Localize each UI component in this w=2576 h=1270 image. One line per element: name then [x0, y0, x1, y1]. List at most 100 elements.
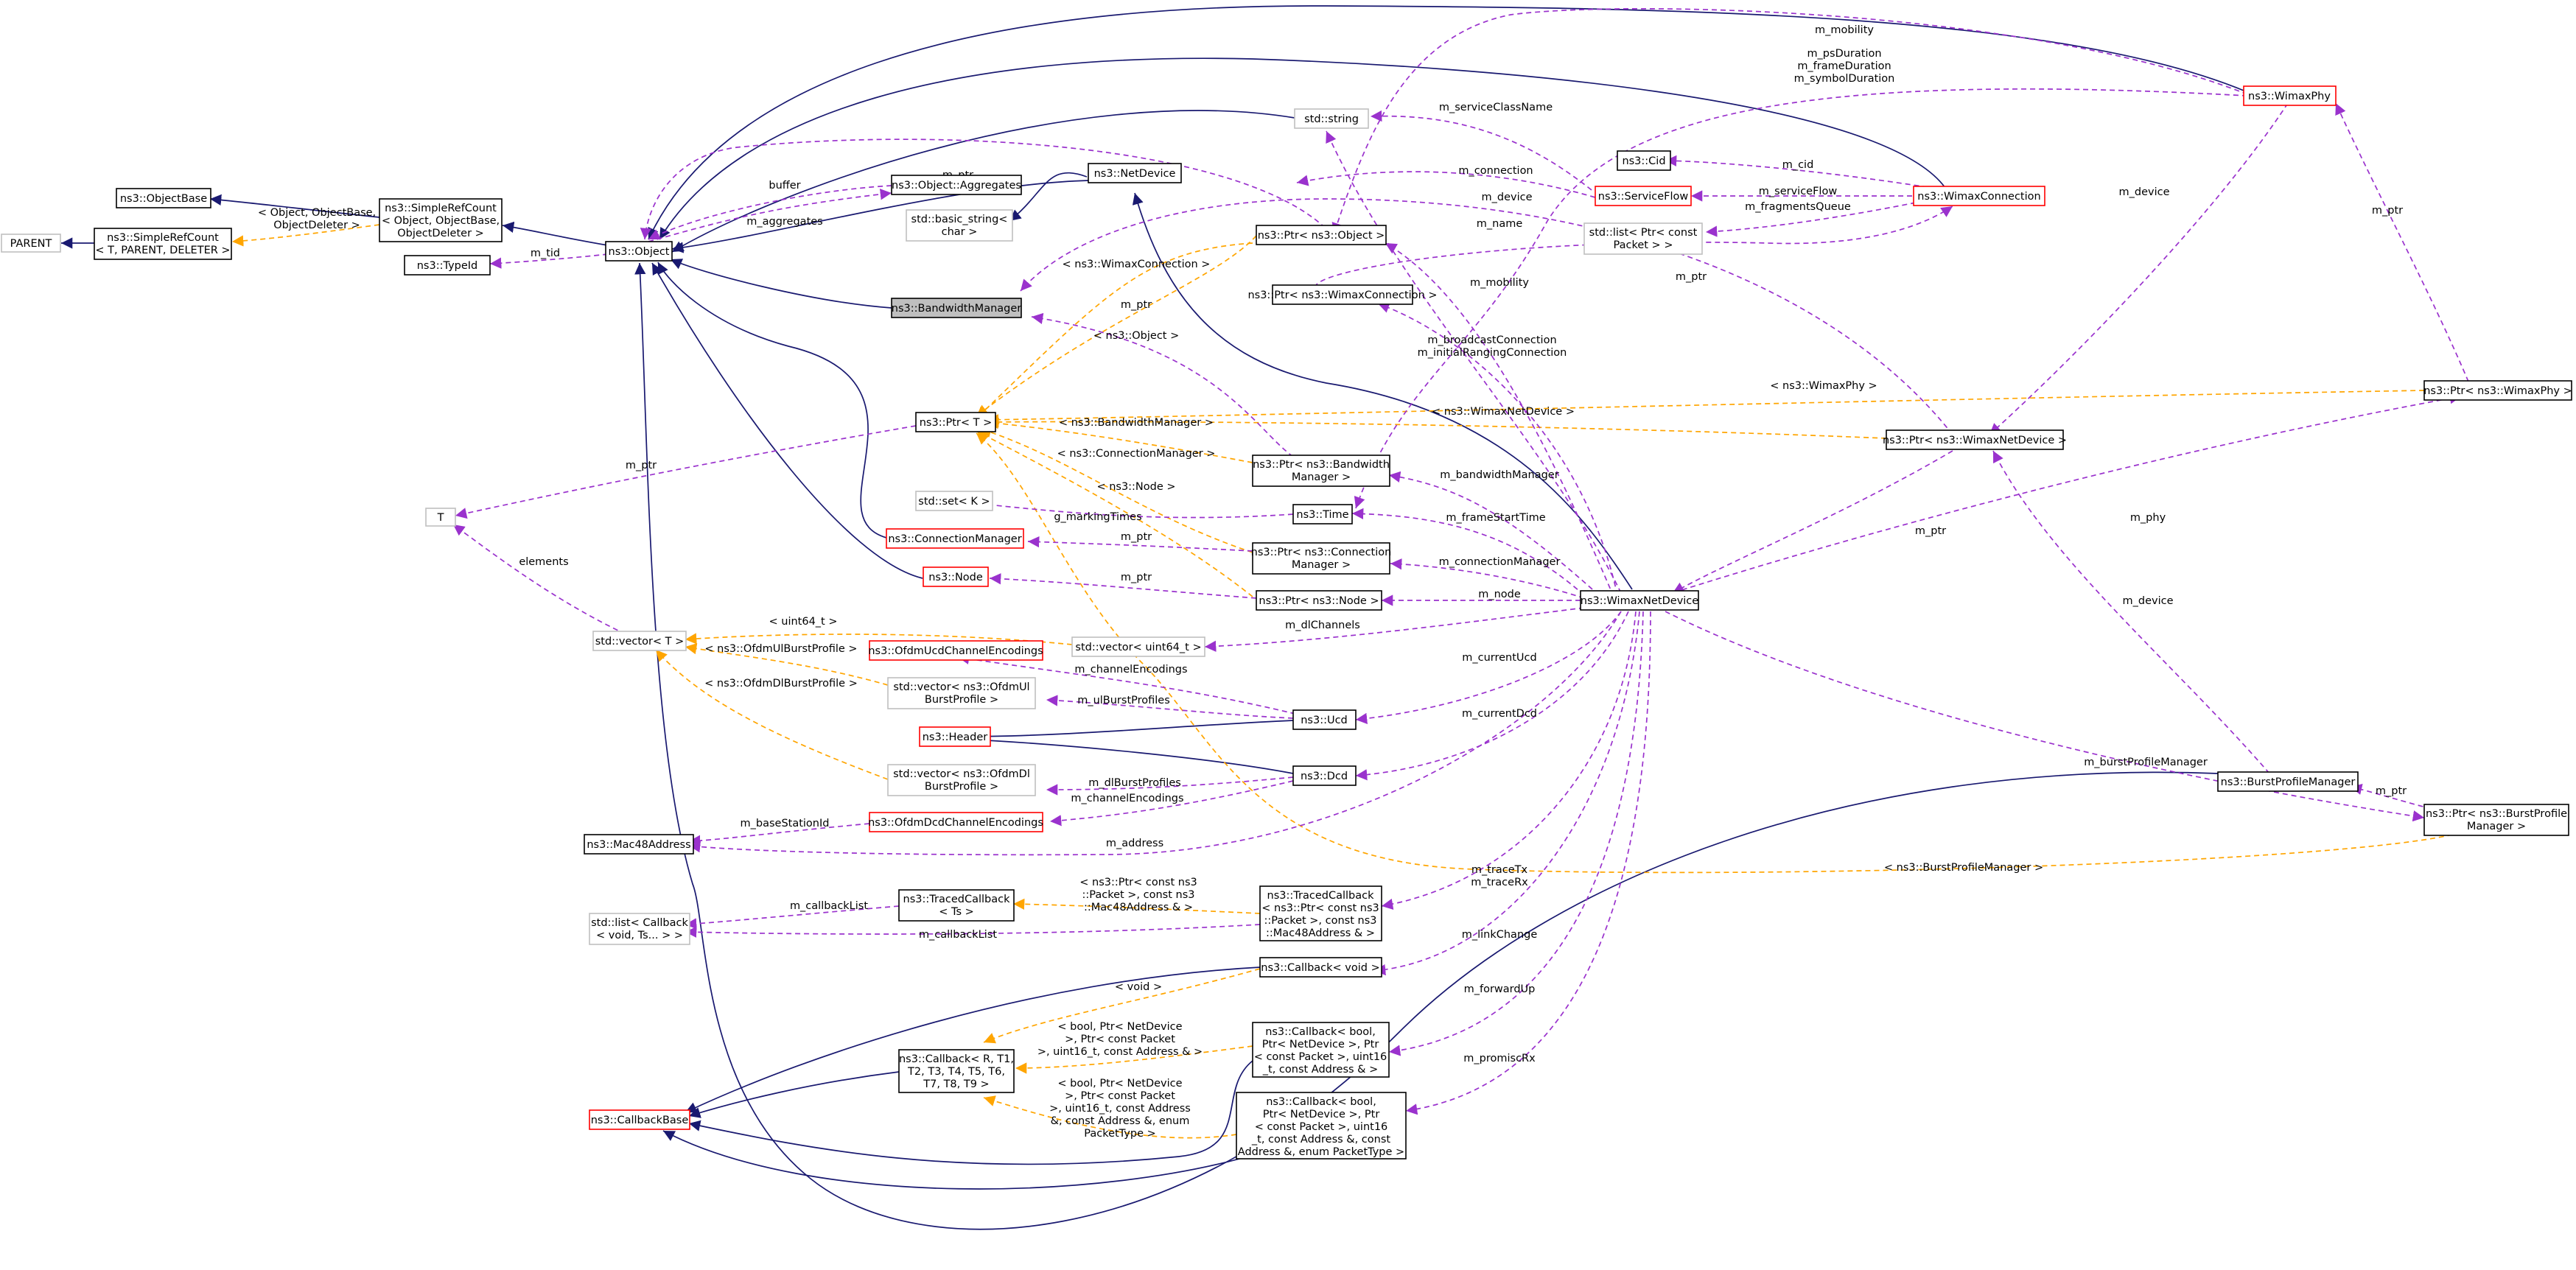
node-simplerefcount-object[interactable]: ns3::SimpleRefCount < Object, ObjectBase…: [379, 198, 503, 242]
node-label: std::vector< ns3::OfdmDl: [893, 768, 1030, 780]
node-callback-bool-2[interactable]: ns3::Callback< bool, Ptr< NetDevice >, P…: [1236, 1092, 1407, 1160]
node-label: BurstProfile >: [925, 781, 998, 793]
node-parent[interactable]: PARENT: [1, 234, 61, 253]
node-vector-uint64[interactable]: std::vector< uint64_t >: [1071, 636, 1205, 657]
node-ptr-node[interactable]: ns3::Ptr< ns3::Node >: [1256, 590, 1382, 611]
node-wimaxnetdevice[interactable]: ns3::WimaxNetDevice: [1580, 590, 1699, 611]
label-tpl-connmgr: < ns3::ConnectionManager >: [1057, 448, 1216, 460]
node-dcd[interactable]: ns3::Dcd: [1292, 765, 1357, 786]
node-callback-bool-1[interactable]: ns3::Callback< bool, Ptr< NetDevice >, P…: [1252, 1022, 1390, 1078]
node-label: ::Mac48Address & >: [1266, 927, 1375, 939]
node-box: [919, 726, 991, 747]
edge-template-cbgen-void: [983, 968, 1261, 1044]
edge-use-mptr-T: [455, 425, 917, 519]
node-box: [886, 528, 1024, 549]
node-label: ns3::WimaxPhy: [2248, 91, 2331, 102]
node-box: [379, 198, 503, 242]
node-ptr-object[interactable]: ns3::Ptr< ns3::Object >: [1256, 225, 1387, 245]
node-tracedcallback[interactable]: ns3::TracedCallback < Ts >: [898, 889, 1015, 922]
edge-line: [1046, 776, 1294, 796]
label-phy-durations-2: m_frameDuration: [1797, 60, 1891, 72]
node-ofdmucdchannelencodings[interactable]: ns3::OfdmUcdChannelEncodings: [868, 640, 1043, 661]
node-cid[interactable]: ns3::Cid: [1617, 150, 1671, 171]
node-serviceflow[interactable]: ns3::ServiceFlow: [1595, 186, 1692, 206]
node-ptr-connectionmanager[interactable]: ns3::Ptr< ns3::Connection Manager >: [1251, 542, 1392, 575]
label-m-ptr-conn: m_ptr: [1121, 531, 1152, 543]
node-label: ns3::WimaxConnection: [1917, 191, 2040, 203]
node-wimaxconnection[interactable]: ns3::WimaxConnection: [1913, 186, 2045, 206]
edge-line: [2335, 102, 2469, 382]
edge-line: [987, 390, 2425, 426]
node-netdevice[interactable]: ns3::NetDevice: [1088, 163, 1182, 183]
node-list-fragments[interactable]: std::list< Ptr< const Packet > >: [1583, 222, 1703, 255]
node-header[interactable]: ns3::Header: [919, 726, 991, 747]
node-wimaxphy[interactable]: ns3::WimaxPhy: [2243, 85, 2337, 106]
node-vector-ofdmdlburstprofile[interactable]: std::vector< ns3::OfdmDl BurstProfile >: [887, 764, 1036, 796]
node-object-aggregates[interactable]: ns3::Object::Aggregates: [891, 175, 1022, 195]
node-label: < ns3::Ptr< const ns3: [1261, 902, 1379, 914]
edge-line: [685, 924, 1261, 938]
edge-use-mptr-bpm: [2350, 784, 2432, 810]
node-ofdmdcdchannelencodings[interactable]: ns3::OfdmDcdChannelEncodings: [868, 812, 1043, 832]
label-m-broadcast-1: m_broadcastConnection: [1427, 334, 1556, 346]
node-ptr-wimaxconnection[interactable]: ns3::Ptr< ns3::WimaxConnection >: [1247, 284, 1438, 305]
node-ptr-bandwidthmanager[interactable]: ns3::Ptr< ns3::Bandwidth Manager >: [1252, 455, 1390, 487]
node-label: std::vector< ns3::OfdmUl: [893, 681, 1029, 693]
node-std-string[interactable]: std::string: [1294, 108, 1369, 129]
node-label: Manager >: [1292, 559, 1351, 571]
node-objectbase[interactable]: ns3::ObjectBase: [116, 188, 211, 208]
edge-use-connection: [1296, 171, 1596, 198]
label-srcobj-tpl-2: ObjectDeleter >: [273, 220, 360, 231]
node-box: [891, 175, 1022, 195]
edge-template-srctpl-srcobj: [231, 224, 380, 247]
node-mac48address[interactable]: ns3::Mac48Address: [584, 834, 694, 855]
label-tpl-cb1-2: >, Ptr< const Packet: [1065, 1034, 1175, 1045]
node-std-list-callback[interactable]: std::list< Callback < void, Ts... > >: [589, 913, 690, 945]
edge-line: [950, 496, 1294, 519]
node-tracedcallback-packet[interactable]: ns3::TracedCallback < ns3::Ptr< const ns…: [1259, 885, 1382, 941]
node-callbackbase[interactable]: ns3::CallbackBase: [589, 1109, 690, 1130]
node-callback-generic[interactable]: ns3::Callback< R, T1, T2, T3, T4, T5, T6…: [898, 1049, 1015, 1093]
edge-line: [688, 1060, 1253, 1165]
edge-use-buffer: [648, 185, 892, 240]
node-time[interactable]: ns3::Time: [1292, 504, 1353, 525]
edge-line: [1390, 558, 1585, 599]
edge-use-broadcast: [1377, 302, 1618, 596]
edge-line: [1381, 611, 1637, 910]
node-label: ns3::OfdmDcdChannelEncodings: [868, 817, 1043, 829]
edge-use-gmarking: [950, 496, 1294, 519]
edge-line: [640, 138, 1332, 240]
node-node[interactable]: ns3::Node: [923, 566, 989, 587]
node-box: [589, 913, 690, 945]
node-ptr-T[interactable]: ns3::Ptr< T >: [915, 412, 996, 432]
node-ptr-burstprofilemanager[interactable]: ns3::Ptr< ns3::BurstProfile Manager >: [2423, 804, 2569, 836]
label-m-promiscrx: m_promiscRx: [1463, 1053, 1536, 1064]
label-m-currentucd: m_currentUcd: [1462, 652, 1536, 664]
node-T[interactable]: T: [425, 508, 456, 527]
edge-line: [1373, 611, 1640, 976]
node-typeid[interactable]: ns3::TypeId: [404, 255, 491, 276]
label-tpl-uint: < uint64_t >: [769, 616, 838, 628]
node-burstprofilemanager[interactable]: ns3::BurstProfileManager: [2217, 771, 2359, 792]
edge-use-aggregates: [648, 189, 892, 242]
node-ucd[interactable]: ns3::Ucd: [1292, 709, 1357, 730]
node-basic-string[interactable]: std::basic_string< char >: [906, 209, 1013, 242]
node-std-vector-T[interactable]: std::vector< T >: [592, 631, 687, 651]
node-vector-ofdmulburstprofile[interactable]: std::vector< ns3::OfdmUl BurstProfile >: [887, 677, 1036, 709]
label-m-connectionmanager: m_connectionManager: [1439, 556, 1561, 568]
edge-template-ptrT-bw: [987, 418, 1253, 463]
node-object[interactable]: ns3::Object: [605, 241, 673, 262]
label-m-tid: m_tid: [531, 248, 560, 259]
node-ptr-wimaxnetdevice[interactable]: ns3::Ptr< ns3::WimaxNetDevice >: [1883, 429, 2067, 450]
node-std-set[interactable]: std::set< K >: [915, 491, 993, 511]
node-simplerefcount-template[interactable]: ns3::SimpleRefCount < T, PARENT, DELETER…: [94, 228, 232, 260]
node-ptr-wimaxphy[interactable]: ns3::Ptr< ns3::WimaxPhy >: [2423, 380, 2572, 401]
edge-line: [685, 966, 1261, 1113]
node-bandwidthmanager[interactable]: ns3::BandwidthManager: [891, 298, 1022, 318]
label-m-device-phy: m_device: [2118, 186, 2169, 198]
edge-inherit-node-object: [651, 262, 923, 579]
node-callback-void[interactable]: ns3::Callback< void >: [1259, 957, 1382, 978]
edge-use-mptr-top: [640, 138, 1332, 240]
node-connectionmanager[interactable]: ns3::ConnectionManager: [886, 528, 1024, 549]
node-box: [887, 677, 1036, 709]
